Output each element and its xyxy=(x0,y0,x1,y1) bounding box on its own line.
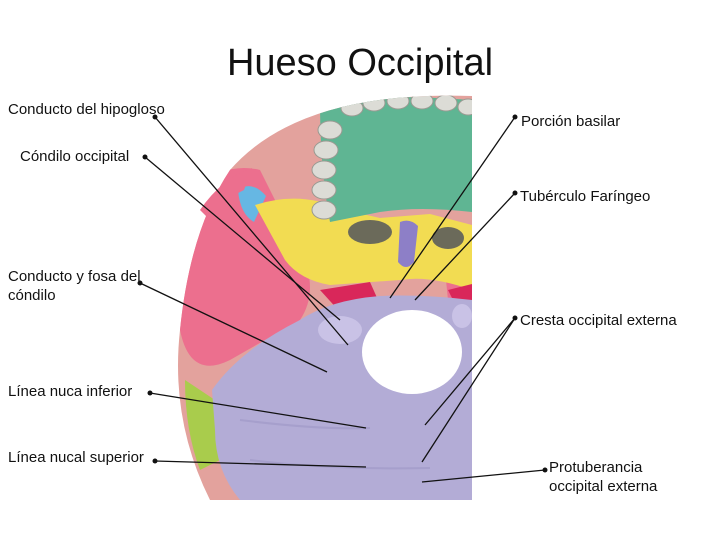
zygomatic-fragment xyxy=(238,186,266,222)
teeth xyxy=(311,95,472,220)
label-external-occipital-protuberance: Protuberancia occipital externa xyxy=(549,458,657,496)
label-pharyngeal-tubercle: Tubérculo Faríngeo xyxy=(520,188,651,205)
label-condylar-canal-line2: cóndilo xyxy=(8,287,56,304)
leader-protuberance xyxy=(421,469,546,483)
leader-inferior-nuchal xyxy=(149,392,367,429)
label-basilar-part: Porción basilar xyxy=(521,113,621,130)
label-condylar-canal-line1: Conducto y fosa del xyxy=(8,268,141,285)
diagram-title: Hueso Occipital xyxy=(226,42,494,84)
leader-dots xyxy=(137,114,548,473)
label-external-occipital-crest: Cresta occipital externa xyxy=(520,312,677,329)
foramen-shadow xyxy=(432,227,464,249)
foramen-magnum xyxy=(362,310,462,394)
label-hypoglossal-canal: Conducto del hipogloso xyxy=(8,101,165,118)
sphenoid-bone xyxy=(255,198,472,290)
vomer xyxy=(398,220,418,267)
leader-crest-1 xyxy=(424,317,516,426)
leader-basilar xyxy=(389,116,516,299)
leader-crest-2 xyxy=(421,317,516,463)
leader-lines xyxy=(139,116,546,483)
leader-condylar-canal xyxy=(139,282,328,373)
occipital-condyle xyxy=(452,304,472,328)
palate xyxy=(320,97,472,222)
label-protuberance-line2: occipital externa xyxy=(549,478,658,495)
zygomatic-arch xyxy=(200,168,252,222)
occipital-condyle xyxy=(318,316,362,344)
leader-condyle xyxy=(144,156,341,321)
label-occipital-condyle: Cóndilo occipital xyxy=(20,148,130,165)
label-condylar-canal: Conducto y fosa del cóndilo xyxy=(8,267,141,305)
foramen-shadow xyxy=(348,220,392,244)
label-protuberance-line1: Protuberancia xyxy=(549,459,643,476)
leader-hypoglossal xyxy=(154,116,349,346)
leader-superior-nuchal xyxy=(154,460,367,468)
leader-pharyngeal xyxy=(414,192,516,301)
label-inferior-nuchal-line: Línea nuca inferior xyxy=(8,383,133,400)
label-superior-nuchal-line: Línea nucal superior xyxy=(8,449,144,466)
